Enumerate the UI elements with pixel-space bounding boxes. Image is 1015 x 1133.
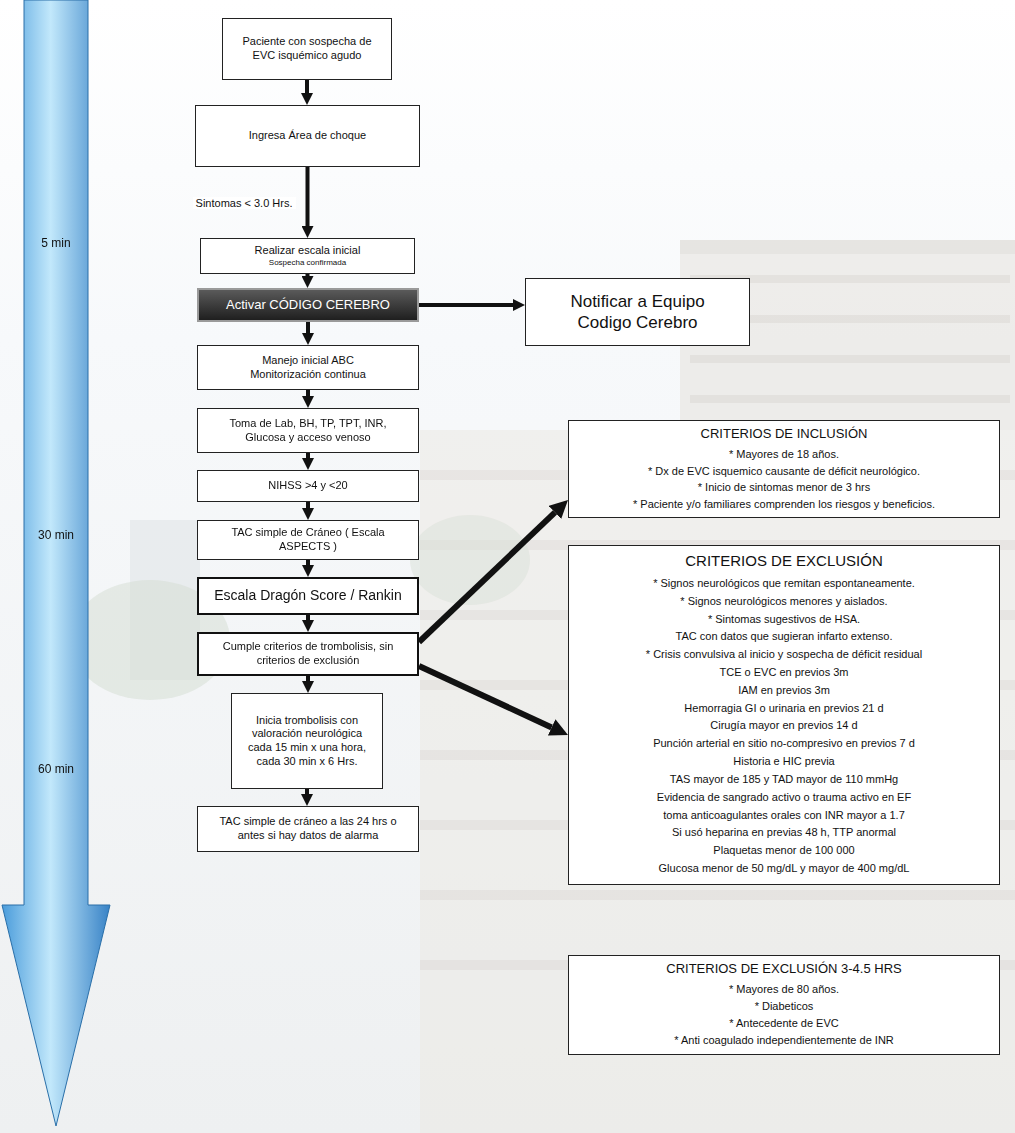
box-text: * Crisis convulsiva al inicio y sospecha…	[646, 646, 922, 664]
box-text: Cirugía mayor en previos 14 d	[710, 717, 857, 735]
flow-arrow	[306, 390, 310, 396]
notify-box: Notificar a Equipo Codigo Cerebro	[525, 278, 750, 346]
flow-arrow	[305, 80, 309, 93]
flow-arrow	[419, 512, 555, 642]
box-text: NIHSS >4 y <20	[268, 479, 348, 493]
box-text: * Mayores de 80 años.	[729, 981, 839, 998]
flow-arrow	[306, 453, 310, 458]
building-photo	[70, 240, 1015, 1133]
box-text: Escala Dragón Score / Rankin	[214, 587, 402, 605]
criteria-box: CRITERIOS DE EXCLUSIÓN * Signos neurológi…	[568, 545, 1000, 885]
process-box: NIHSS >4 y <20	[197, 470, 419, 502]
process-box: Inicia trombolisis con valoración neurol…	[231, 693, 383, 789]
box-text: * Anti coagulado independientemente de I…	[674, 1032, 894, 1049]
process-box: Realizar escala inicialSospecha confirma…	[200, 238, 415, 274]
activation-box: Activar CÓDIGO CEREBRO	[197, 288, 419, 322]
box-text: * Inicio de sintomas menor de 3 hrs	[698, 479, 870, 496]
time-label: 60 min	[24, 762, 88, 776]
process-box: Toma de Lab, BH, TP, TPT, INR, Glucosa y…	[197, 408, 419, 453]
box-text: Punción arterial en sitio no-compresivo …	[653, 735, 915, 753]
box-text: Cumple criterios de trombolisis, sin cri…	[209, 640, 407, 668]
box-text: * Paciente y/o familiares comprenden los…	[633, 496, 935, 513]
time-label: 5 min	[24, 236, 88, 250]
box-text: * Antecedente de EVC	[729, 1015, 838, 1032]
criteria-box: CRITERIOS DE INCLUSIÓN * Mayores de 18 añ…	[568, 420, 1000, 518]
flow-arrow	[306, 615, 310, 620]
time-arrow	[2, 0, 110, 1126]
box-text: TAS mayor de 185 y TAD mayor de 110 mmHg	[670, 771, 898, 789]
box-text: TAC simple de Cráneo ( Escala ASPECTS )	[208, 526, 408, 554]
start-box: Paciente con sospecha de EVC isquémico a…	[222, 18, 392, 80]
box-text: Notificar a Equipo Codigo Cerebro	[551, 291, 724, 334]
box-text: Realizar escala inicial	[255, 244, 361, 258]
box-text: Manejo inicial ABC Monitorización contin…	[238, 354, 378, 382]
box-text: Si usó heparina en previas 48 h, TTP ano…	[672, 824, 896, 842]
flow-arrow	[306, 322, 310, 333]
box-text: Ingresa Área de choque	[249, 129, 366, 143]
criteria-box: CRITERIOS DE EXCLUSIÓN 3-4.5 HRS * Mayore…	[568, 955, 1000, 1055]
box-text: Inicia trombolisis con valoración neurol…	[242, 714, 372, 769]
box-text: Evidencia de sangrado activo o trauma ac…	[657, 789, 911, 807]
flow-arrow	[419, 666, 552, 727]
box-text: toma anticoagulantes orales con INR mayo…	[663, 807, 905, 825]
box-text: Sospecha confirmada	[269, 258, 346, 268]
flow-arrow	[419, 303, 513, 307]
box-text: * Diabeticos	[755, 998, 814, 1015]
box-text: Paciente con sospecha de EVC isquémico a…	[237, 35, 377, 63]
box-text: * Signos neurológicos menores y aislados…	[680, 593, 887, 611]
box-text: Plaquetas menor de 100 000	[713, 842, 854, 860]
box-text: * Dx de EVC isquemico causante de défici…	[648, 463, 920, 480]
flow-arrow	[306, 676, 310, 681]
box-text: * Sintomas sugestivos de HSA.	[708, 611, 860, 629]
box-text: Hemorragia GI o urinaria en previos 21 d	[684, 700, 883, 718]
box-text: Glucosa menor de 50 mg/dL y mayor de 400…	[659, 860, 910, 878]
flow-arrow	[305, 789, 309, 794]
box-text: * Mayores de 18 años.	[729, 446, 839, 463]
box-text: TAC simple de cráneo a las 24 hrs o ante…	[216, 815, 400, 843]
end-box: TAC simple de cráneo a las 24 hrs o ante…	[197, 806, 419, 852]
flow-arrow	[306, 560, 310, 565]
process-box: Manejo inicial ABC Monitorización contin…	[197, 345, 419, 390]
box-text: TCE o EVC en previos 3m	[720, 664, 849, 682]
flow-arrow	[306, 167, 310, 226]
flow-arrow	[306, 502, 310, 508]
process-box: TAC simple de Cráneo ( Escala ASPECTS )	[197, 520, 419, 560]
process-box: Escala Dragón Score / Rankin	[197, 577, 419, 615]
flow-arrow	[306, 274, 310, 276]
box-text: Toma de Lab, BH, TP, TPT, INR, Glucosa y…	[222, 417, 394, 445]
edge-label: Sintomas < 3.0 Hrs.	[193, 197, 296, 209]
box-heading: CRITERIOS DE EXCLUSIÓN	[685, 552, 883, 571]
time-label: 30 min	[24, 528, 88, 542]
box-text: * Signos neurológicos que remitan espont…	[653, 575, 915, 593]
decision-box: Cumple criterios de trombolisis, sin cri…	[197, 632, 419, 676]
box-text: Historia e HIC previa	[733, 753, 834, 771]
process-box: Ingresa Área de choque	[195, 105, 420, 167]
box-heading: CRITERIOS DE EXCLUSIÓN 3-4.5 HRS	[666, 961, 902, 977]
box-text: Activar CÓDIGO CEREBRO	[226, 297, 390, 313]
box-text: TAC con datos que sugieran infarto exten…	[676, 628, 893, 646]
box-heading: CRITERIOS DE INCLUSIÓN	[701, 426, 868, 442]
box-text: IAM en previos 3m	[738, 682, 830, 700]
